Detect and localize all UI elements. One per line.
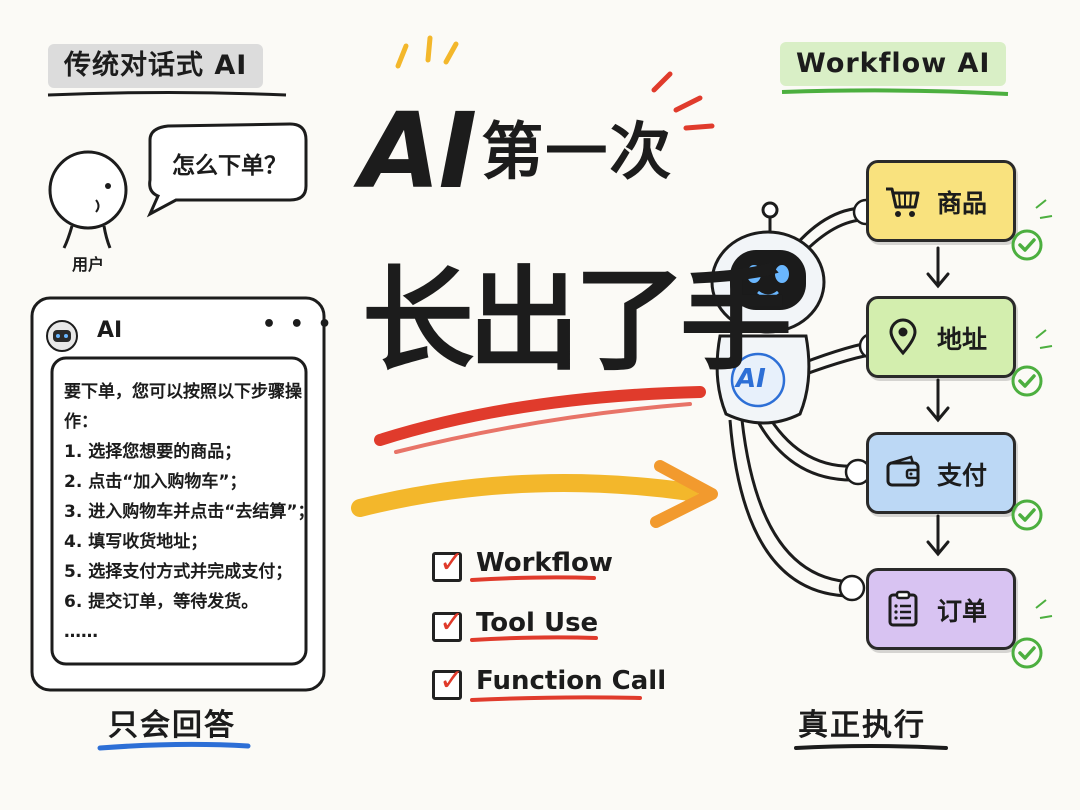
red-brush-stroke: [374, 386, 706, 446]
checklist-label: Tool Use: [476, 608, 599, 638]
yellow-sparkles: [395, 35, 459, 69]
check-circle-icon: [1011, 499, 1043, 531]
user-question: 怎么下单？: [172, 153, 287, 179]
shopping-cart-icon: [886, 187, 920, 217]
right-caption-underline: [794, 744, 948, 750]
left-caption: 只会回答: [108, 708, 236, 743]
answer-step: 1. 选择您想要的商品；: [64, 442, 242, 462]
yellow-arrow-head: [650, 460, 718, 528]
traditional-ai-tag: 传统对话式 AI: [48, 44, 264, 88]
check-circle-icon: [1011, 365, 1043, 397]
main-title-line1: AI第一次: [360, 90, 673, 212]
ai-answer: 要下单，您可以按照以下步骤操作： 1. 选择您想要的商品； 2. 点击“加入购物…: [64, 377, 315, 647]
checkbox-icon: ✓: [432, 605, 464, 642]
robot-hands: [838, 198, 886, 602]
ai-card-title: AI: [97, 318, 123, 343]
checkbox-icon: ✓: [432, 663, 464, 700]
ai-avatar-icon: [46, 320, 78, 352]
checklist-label: Workflow: [476, 548, 613, 578]
checkbox-icon: ✓: [432, 545, 464, 582]
user-label: 用户: [72, 255, 105, 274]
answer-step: 2. 点击“加入购物车”；: [64, 472, 247, 492]
title-ai: AI: [360, 90, 477, 212]
user-figure: [48, 150, 128, 249]
step-label: 商品: [937, 189, 988, 218]
wallet-icon: [886, 455, 920, 487]
more-options-icon[interactable]: • • •: [262, 312, 335, 337]
robot-ai-label: AI: [736, 364, 766, 394]
step-label: 支付: [937, 461, 988, 490]
step-label: 地址: [937, 325, 988, 354]
check-circle-icon: [1011, 637, 1043, 669]
step-payment: 支付: [866, 432, 1016, 514]
answer-step: 4. 填写收货地址；: [64, 532, 208, 552]
red-sparkles: [651, 71, 715, 131]
yellow-arrow-stroke: [351, 474, 699, 517]
location-pin-icon: [889, 318, 917, 356]
checklist-label: Function Call: [476, 666, 667, 696]
step-label: 订单: [937, 597, 988, 626]
step-address: 地址: [866, 296, 1016, 378]
flow-arrows: [926, 246, 950, 557]
right-caption: 真正执行: [798, 708, 926, 743]
workflow-ai-tag: Workflow AI: [780, 42, 1007, 86]
title-first-time: 第一次: [481, 115, 674, 188]
step-order: 订单: [866, 568, 1016, 650]
right-tag-underline: [781, 88, 1009, 96]
answer-step: 3. 进入购物车并点击“去结算”；: [64, 502, 315, 522]
robot: [710, 201, 826, 425]
left-tag-underline: [47, 91, 287, 97]
answer-step: 5. 选择支付方式并完成支付；: [64, 562, 293, 582]
speech-bubble: [146, 122, 308, 218]
step-product: 商品: [866, 160, 1016, 242]
answer-intro: 要下单，您可以按照以下步骤操作：: [64, 382, 302, 432]
main-title-line2: 长出了手: [362, 256, 792, 386]
left-caption-underline: [97, 741, 251, 751]
answer-ellipsis: ……: [64, 622, 98, 642]
clipboard-icon: [888, 590, 918, 627]
ai-card-inner: [50, 356, 308, 666]
check-circle-icon: [1011, 229, 1043, 261]
answer-step: 6. 提交订单，等待发货。: [64, 592, 259, 612]
